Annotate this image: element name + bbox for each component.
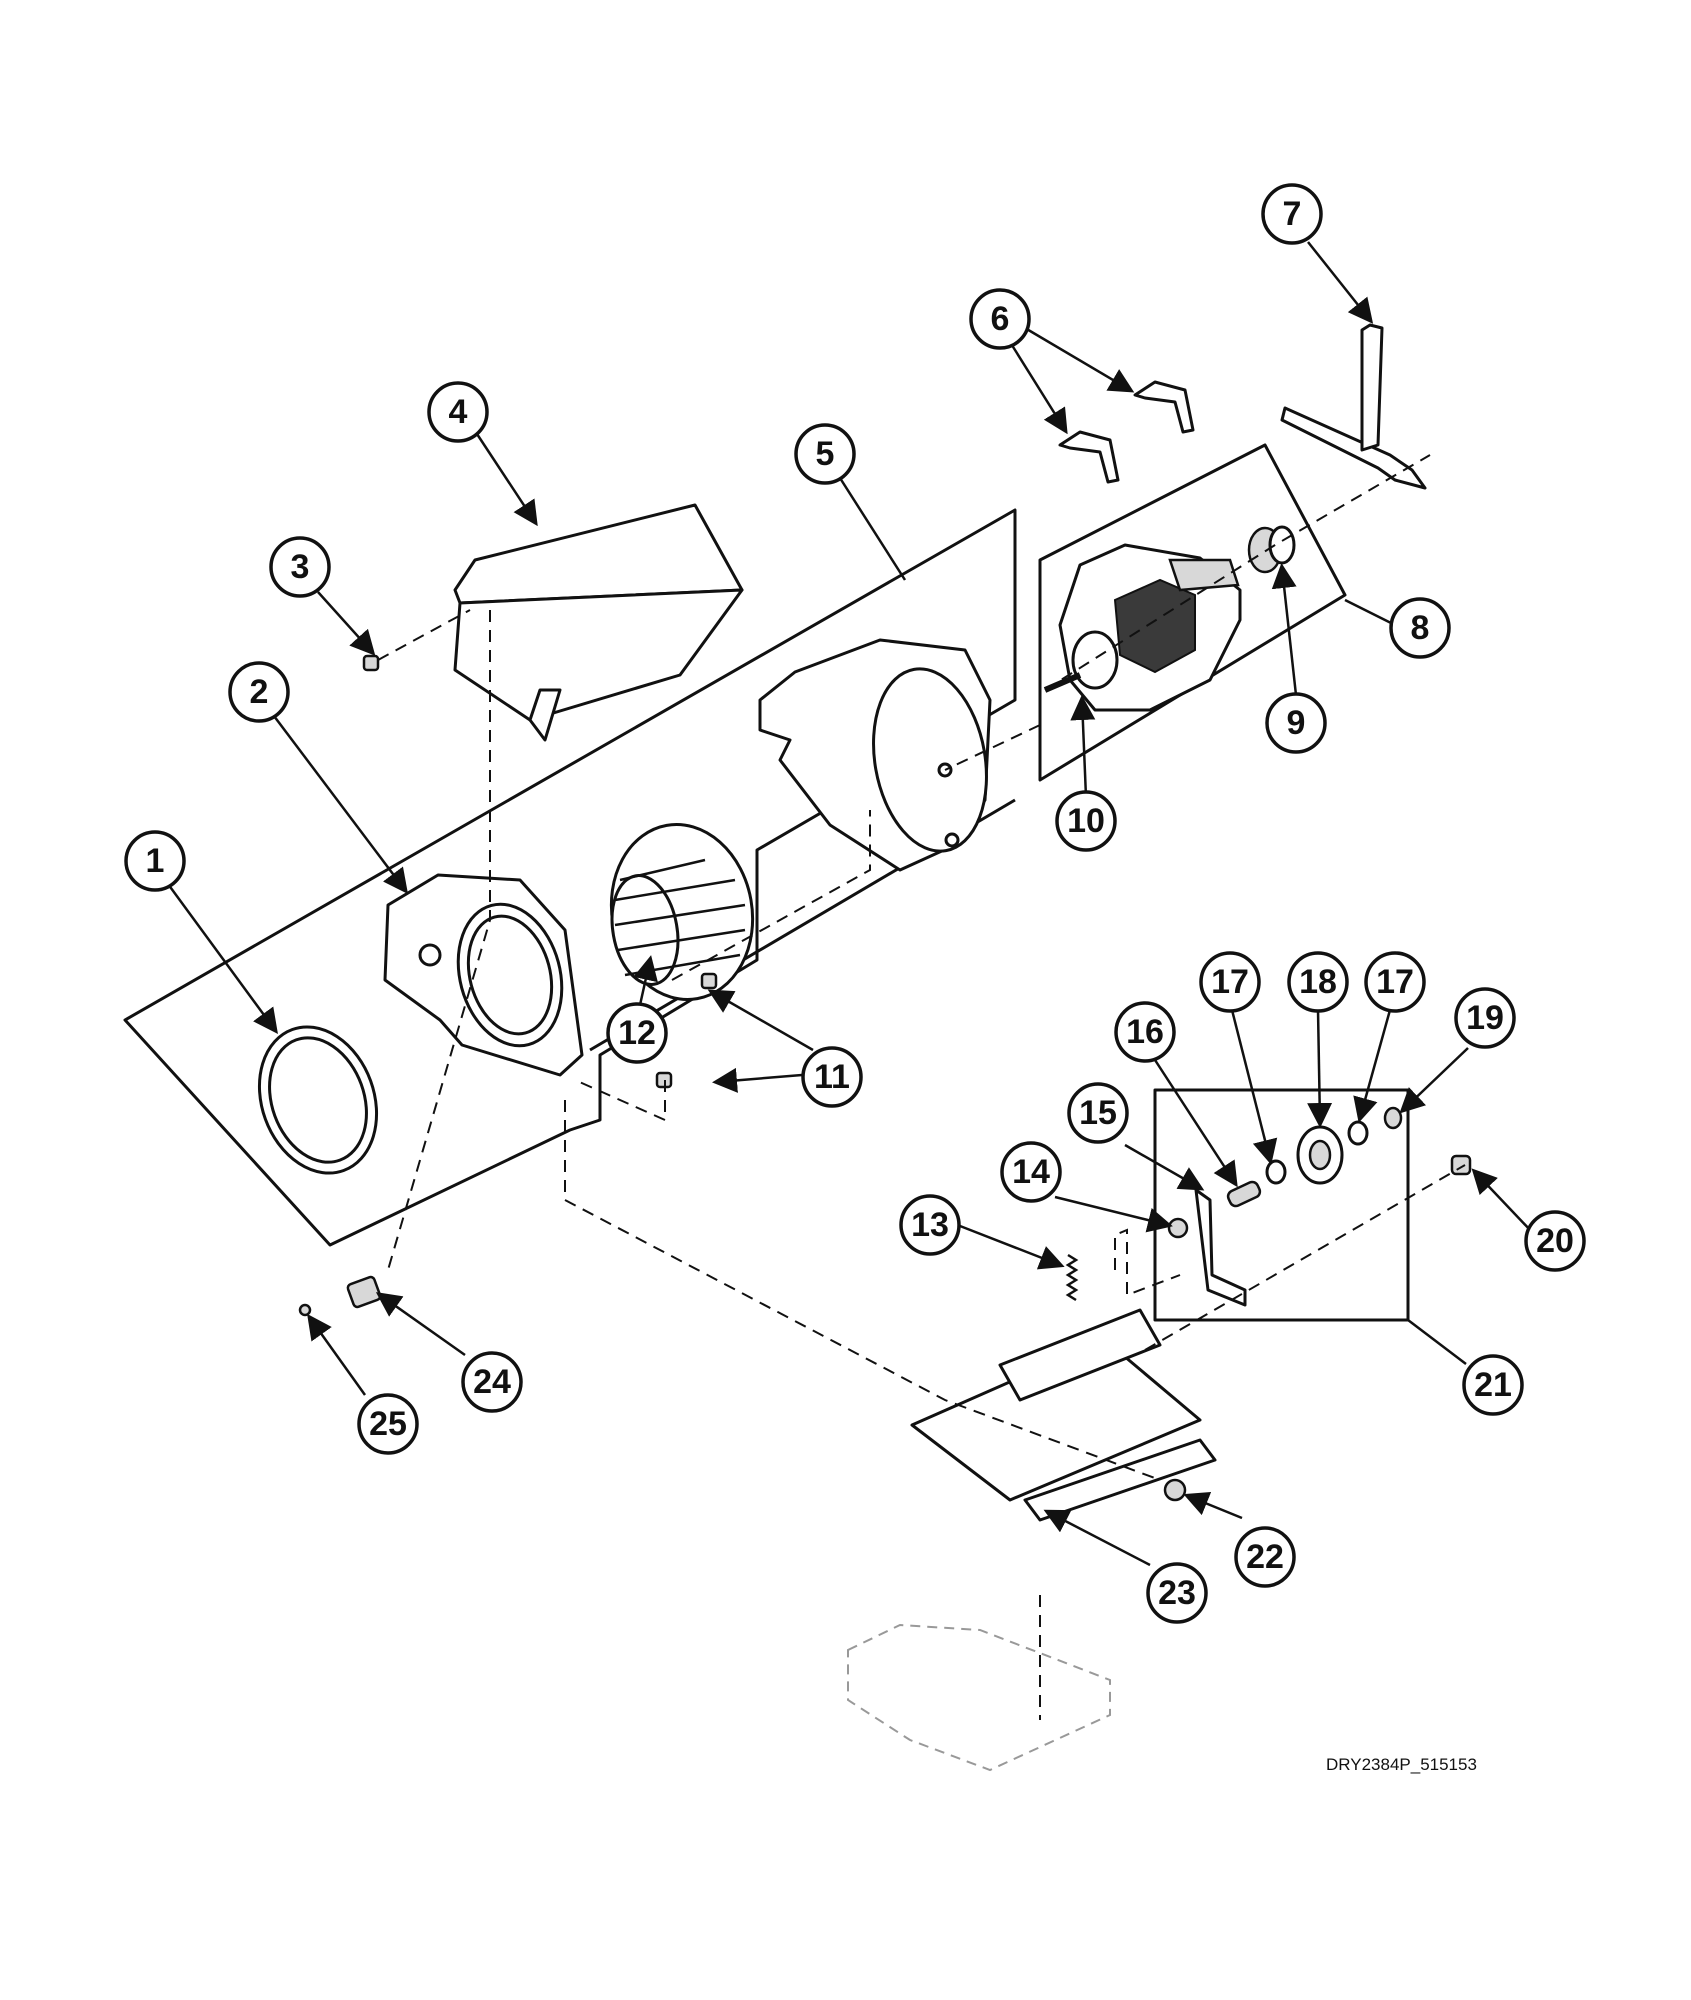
callout-number: 13 — [911, 1206, 949, 1244]
idler-panel-outline — [1153, 1088, 1410, 1322]
callout-7: 7 — [1261, 183, 1323, 245]
callout-number: 17 — [1376, 963, 1414, 1001]
callout-number: 8 — [1411, 609, 1430, 647]
drawing-id-label: DRY2384P_515153 — [1326, 1755, 1477, 1774]
part-4-top-duct — [453, 503, 744, 742]
part-3-screw — [362, 654, 380, 672]
callout-24: 24 — [461, 1351, 523, 1413]
part-2-housing-plate — [383, 873, 584, 1077]
part-5-blower-housing — [758, 638, 992, 872]
callout-number: 7 — [1283, 195, 1302, 233]
callout-8: 8 — [1389, 597, 1451, 659]
callout-9: 9 — [1265, 692, 1327, 754]
callout-16: 16 — [1114, 1001, 1176, 1063]
callout-12: 12 — [606, 1002, 668, 1064]
callout-21: 21 — [1462, 1354, 1524, 1416]
callout-17b: 17 — [1364, 951, 1426, 1013]
callout-number: 20 — [1536, 1222, 1574, 1260]
part-9-motor-pulley — [1247, 525, 1296, 574]
callout-number: 3 — [291, 548, 310, 586]
callout-number: 19 — [1466, 999, 1504, 1037]
callout-2: 2 — [228, 661, 290, 723]
callout-number: 6 — [991, 300, 1010, 338]
callout-number: 22 — [1246, 1538, 1284, 1576]
callout-3: 3 — [269, 536, 331, 598]
callout-22: 22 — [1234, 1526, 1296, 1588]
part-23-motor-mount — [910, 1308, 1217, 1522]
callout-number: 15 — [1079, 1094, 1117, 1132]
callout-18: 18 — [1287, 951, 1349, 1013]
part-12-blower-wheel — [609, 822, 755, 1002]
callout-19: 19 — [1454, 987, 1516, 1049]
part-1-seal-ring — [257, 1025, 379, 1175]
callout-4: 4 — [427, 381, 489, 443]
part-20-bolt — [1450, 1154, 1472, 1176]
callout-number: 5 — [816, 435, 835, 473]
callout-number: 21 — [1474, 1366, 1512, 1404]
callout-11a: 11 — [801, 1046, 863, 1108]
callout-13: 13 — [899, 1194, 961, 1256]
callout-17a: 17 — [1199, 951, 1261, 1013]
part-24-sensor — [346, 1275, 382, 1309]
callout-number: 14 — [1012, 1153, 1050, 1191]
part-22-nut — [1163, 1478, 1187, 1502]
callout-leaders — [166, 241, 1533, 1567]
callout-1: 1 — [124, 830, 186, 892]
blower-housing-panel-outline — [123, 508, 1017, 1247]
part-6-motor-clips — [1058, 380, 1195, 484]
callout-number: 24 — [473, 1363, 511, 1401]
idler-assembly-parts — [1167, 1106, 1403, 1307]
callout-number: 2 — [250, 673, 269, 711]
callout-number: 11 — [814, 1058, 850, 1096]
motor-panel-outline — [1038, 443, 1347, 782]
part-10-drive-motor — [1043, 543, 1242, 712]
callout-25: 25 — [357, 1393, 419, 1455]
callout-number: 23 — [1158, 1574, 1196, 1612]
callout-number: 17 — [1211, 963, 1249, 1001]
callout-5: 5 — [794, 423, 856, 485]
part-13-spring — [1065, 1253, 1079, 1302]
callout-number: 9 — [1287, 704, 1306, 742]
callout-number: 10 — [1067, 802, 1105, 840]
part-7-drive-belt — [1280, 323, 1427, 490]
callout-20: 20 — [1524, 1210, 1586, 1272]
callout-number: 12 — [618, 1014, 656, 1052]
callout-number: 1 — [146, 842, 165, 880]
callout-number: 25 — [369, 1405, 407, 1443]
assembly-dashed-lines — [377, 454, 1466, 1720]
callout-10: 10 — [1055, 790, 1117, 852]
callout-14: 14 — [1000, 1141, 1062, 1203]
ghost-base-outline — [847, 1623, 1111, 1772]
callout-6: 6 — [969, 288, 1031, 350]
callout-number: 16 — [1126, 1013, 1164, 1051]
callout-number: 4 — [449, 393, 468, 431]
callout-number: 18 — [1299, 963, 1337, 1001]
part-25-small-screw — [298, 1303, 312, 1317]
callout-15: 15 — [1067, 1082, 1129, 1144]
callout-23: 23 — [1146, 1562, 1208, 1624]
